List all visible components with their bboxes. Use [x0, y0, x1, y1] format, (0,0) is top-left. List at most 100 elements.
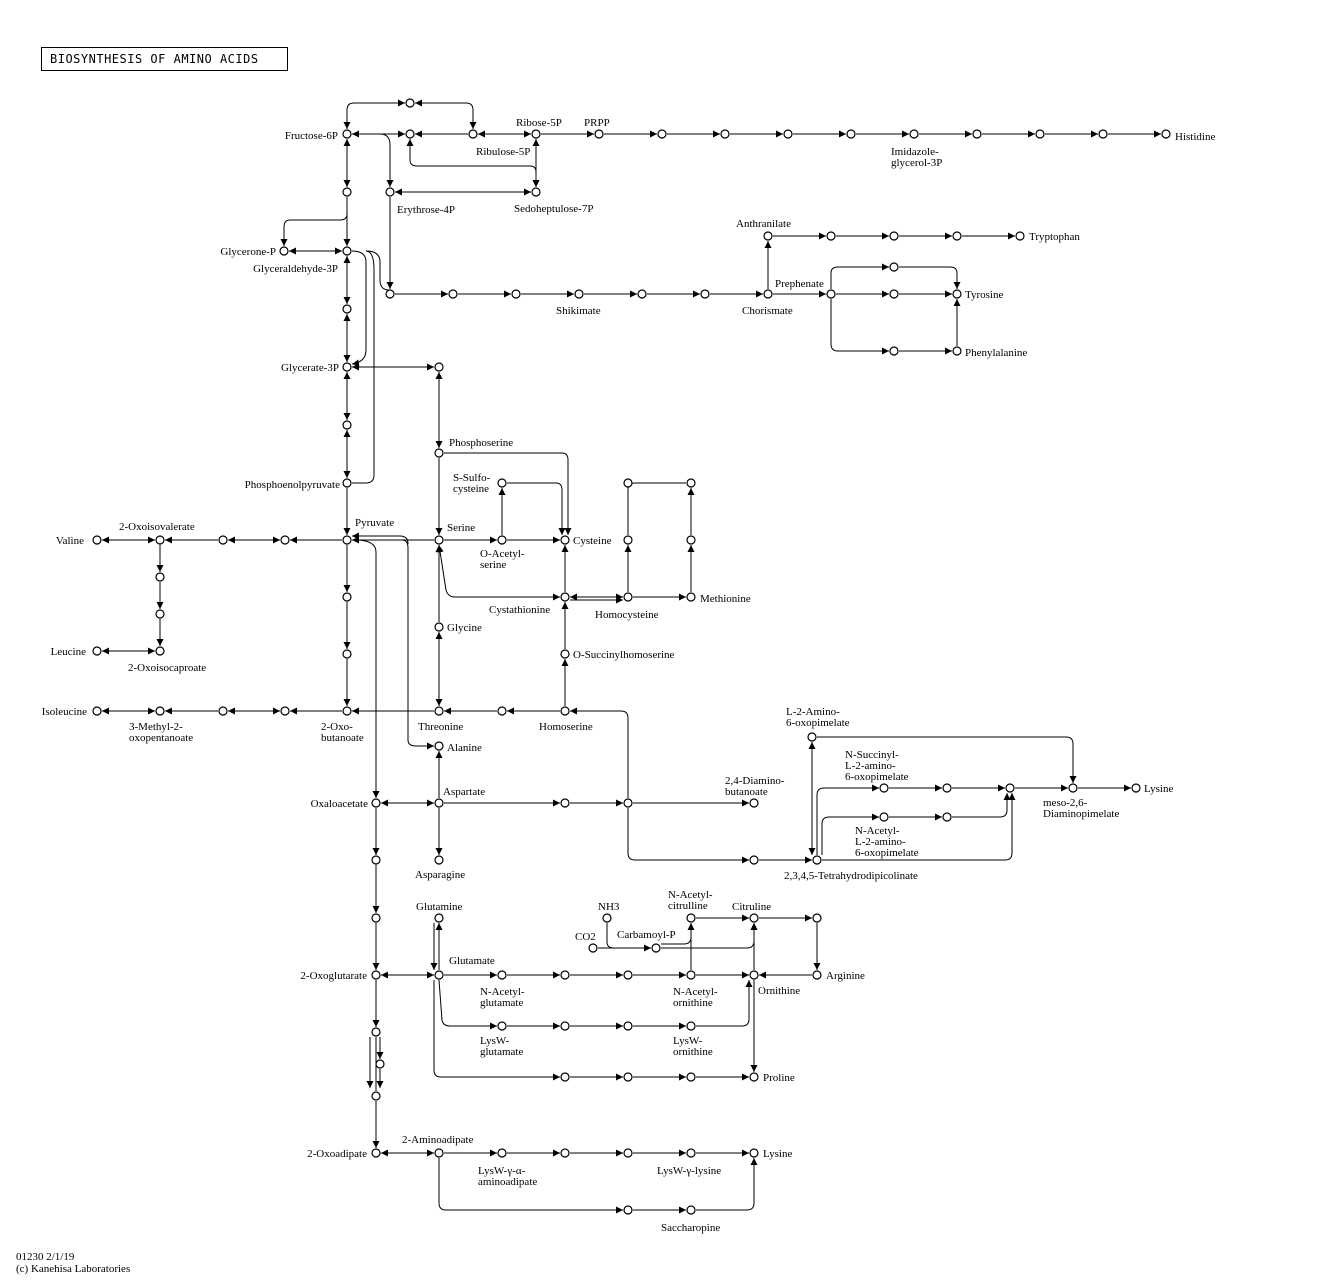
compound-node[interactable] [952, 289, 962, 299]
compound-node[interactable] [574, 289, 584, 299]
compound-node[interactable] [623, 1148, 633, 1158]
compound-node[interactable] [434, 855, 444, 865]
compound-node[interactable] [342, 362, 352, 372]
compound-node[interactable] [280, 706, 290, 716]
compound-node[interactable] [434, 362, 444, 372]
compound-node[interactable] [434, 913, 444, 923]
compound-node[interactable] [342, 478, 352, 488]
compound-node[interactable] [879, 783, 889, 793]
compound-node[interactable] [720, 129, 730, 139]
compound-node[interactable] [560, 649, 570, 659]
compound-node[interactable] [342, 129, 352, 139]
compound-node[interactable] [342, 649, 352, 659]
compound-node[interactable] [972, 129, 982, 139]
compound-node[interactable] [686, 1148, 696, 1158]
compound-node[interactable] [92, 706, 102, 716]
compound-node[interactable] [218, 535, 228, 545]
compound-node[interactable] [623, 478, 633, 488]
compound-node[interactable] [434, 622, 444, 632]
compound-node[interactable] [1035, 129, 1045, 139]
compound-node[interactable] [623, 1205, 633, 1215]
compound-node[interactable] [371, 1027, 381, 1037]
compound-node[interactable] [531, 187, 541, 197]
compound-node[interactable] [889, 346, 899, 356]
compound-node[interactable] [909, 129, 919, 139]
compound-node[interactable] [497, 535, 507, 545]
compound-node[interactable] [155, 535, 165, 545]
compound-node[interactable] [952, 231, 962, 241]
compound-node[interactable] [279, 246, 289, 256]
compound-node[interactable] [375, 1059, 385, 1069]
compound-node[interactable] [560, 1072, 570, 1082]
compound-node[interactable] [1131, 783, 1141, 793]
compound-node[interactable] [1161, 129, 1171, 139]
compound-node[interactable] [1005, 783, 1015, 793]
compound-node[interactable] [448, 289, 458, 299]
compound-node[interactable] [749, 1148, 759, 1158]
compound-node[interactable] [342, 535, 352, 545]
compound-node[interactable] [434, 1148, 444, 1158]
compound-node[interactable] [594, 129, 604, 139]
compound-node[interactable] [763, 289, 773, 299]
compound-node[interactable] [623, 592, 633, 602]
compound-node[interactable] [371, 798, 381, 808]
compound-node[interactable] [468, 129, 478, 139]
compound-node[interactable] [588, 943, 598, 953]
compound-node[interactable] [497, 970, 507, 980]
compound-node[interactable] [92, 646, 102, 656]
compound-node[interactable] [763, 231, 773, 241]
compound-node[interactable] [700, 289, 710, 299]
compound-node[interactable] [1015, 231, 1025, 241]
compound-node[interactable] [623, 535, 633, 545]
compound-node[interactable] [889, 262, 899, 272]
compound-node[interactable] [826, 289, 836, 299]
compound-node[interactable] [342, 592, 352, 602]
compound-node[interactable] [342, 706, 352, 716]
compound-node[interactable] [846, 129, 856, 139]
compound-node[interactable] [405, 98, 415, 108]
compound-node[interactable] [686, 1072, 696, 1082]
compound-node[interactable] [686, 478, 696, 488]
compound-node[interactable] [155, 646, 165, 656]
compound-node[interactable] [155, 706, 165, 716]
compound-node[interactable] [623, 798, 633, 808]
compound-node[interactable] [155, 572, 165, 582]
compound-node[interactable] [749, 1072, 759, 1082]
compound-node[interactable] [560, 706, 570, 716]
compound-node[interactable] [1068, 783, 1078, 793]
compound-node[interactable] [371, 1091, 381, 1101]
compound-node[interactable] [812, 970, 822, 980]
compound-node[interactable] [497, 706, 507, 716]
compound-node[interactable] [497, 478, 507, 488]
compound-node[interactable] [560, 592, 570, 602]
compound-node[interactable] [560, 1021, 570, 1031]
compound-node[interactable] [623, 970, 633, 980]
compound-node[interactable] [807, 732, 817, 742]
compound-node[interactable] [92, 535, 102, 545]
compound-node[interactable] [280, 535, 290, 545]
compound-node[interactable] [651, 943, 661, 953]
compound-node[interactable] [889, 289, 899, 299]
compound-node[interactable] [623, 1021, 633, 1031]
compound-node[interactable] [686, 913, 696, 923]
compound-node[interactable] [826, 231, 836, 241]
compound-node[interactable] [879, 812, 889, 822]
compound-node[interactable] [434, 706, 444, 716]
compound-node[interactable] [371, 970, 381, 980]
compound-node[interactable] [342, 187, 352, 197]
compound-node[interactable] [434, 970, 444, 980]
compound-node[interactable] [434, 448, 444, 458]
compound-node[interactable] [342, 420, 352, 430]
compound-node[interactable] [385, 187, 395, 197]
compound-node[interactable] [560, 1148, 570, 1158]
compound-node[interactable] [749, 970, 759, 980]
compound-node[interactable] [560, 970, 570, 980]
compound-node[interactable] [952, 346, 962, 356]
compound-node[interactable] [657, 129, 667, 139]
compound-node[interactable] [405, 129, 415, 139]
compound-node[interactable] [783, 129, 793, 139]
compound-node[interactable] [434, 535, 444, 545]
compound-node[interactable] [942, 783, 952, 793]
compound-node[interactable] [385, 289, 395, 299]
compound-node[interactable] [371, 855, 381, 865]
